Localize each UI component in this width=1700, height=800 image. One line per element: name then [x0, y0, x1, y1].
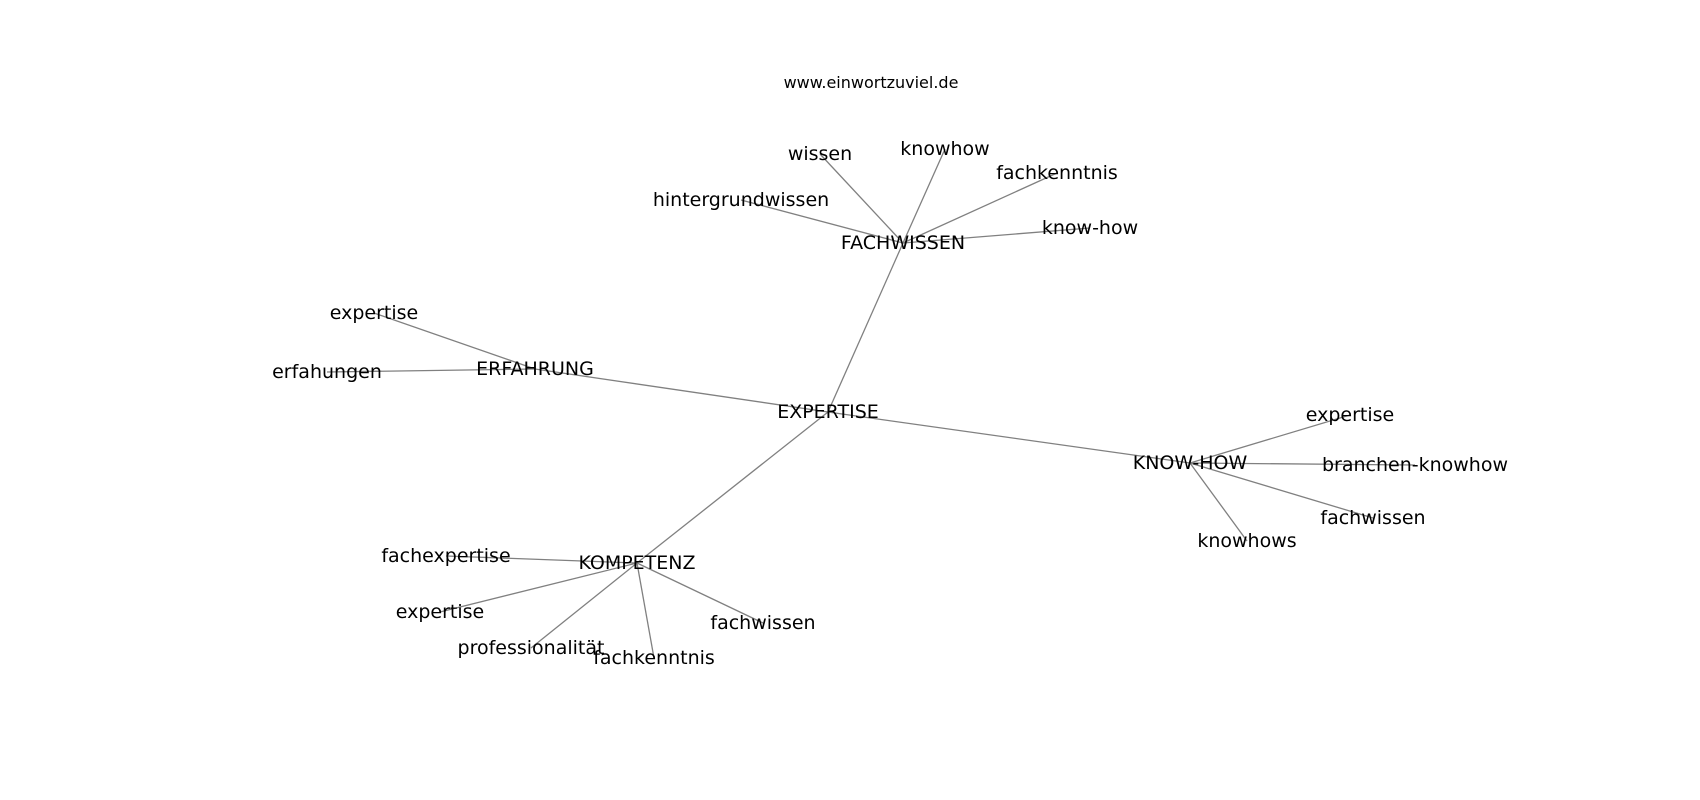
node-label-erfahrung: ERFAHRUNG [476, 358, 594, 380]
node-label-ko-fachkenntnis: fachkenntnis [593, 647, 715, 669]
node-label-kh-branchen-knowhow: branchen-knowhow [1322, 454, 1508, 476]
node-label-ko-fachexpertise: fachexpertise [381, 545, 510, 567]
edge-expertise-erfahrung [534, 368, 829, 413]
node-label-fachwissen: FACHWISSEN [841, 232, 965, 254]
edge-kompetenz-ko-fachkenntnis [636, 562, 655, 659]
edge-fachwissen-fw-know-how [902, 227, 1091, 244]
node-label-ko-fachwissen: fachwissen [710, 612, 815, 634]
edge-know-how-kh-fachwissen [1189, 462, 1374, 519]
node-label-fw-know-how: know-how [1042, 217, 1138, 239]
edge-kompetenz-ko-expertise [439, 562, 638, 613]
edge-kompetenz-ko-professionalitaet [530, 562, 638, 649]
edge-fachwissen-fw-wissen [819, 153, 904, 244]
node-label-ko-professionalitaet: professionalität [458, 637, 605, 659]
node-label-fw-knowhow: knowhow [900, 138, 989, 160]
node-label-er-erfahungen: erfahungen [272, 361, 382, 383]
edge-know-how-kh-branchen-knowhow [1189, 462, 1416, 466]
node-label-kompetenz: KOMPETENZ [578, 552, 695, 574]
edge-erfahrung-er-erfahungen [326, 368, 536, 373]
source-url: www.einwortzuviel.de [784, 73, 959, 92]
node-label-fw-wissen: wissen [788, 143, 852, 165]
edge-kompetenz-ko-fachexpertise [445, 555, 638, 564]
node-label-er-expertise: expertise [330, 302, 418, 324]
edge-know-how-kh-knowhows [1189, 462, 1248, 542]
node-label-kh-knowhows: knowhows [1197, 530, 1296, 552]
node-label-ko-expertise: expertise [396, 601, 484, 623]
node-label-know-how: KNOW-HOW [1133, 452, 1248, 474]
edge-kompetenz-ko-fachwissen [636, 562, 764, 624]
edges-layer [326, 148, 1416, 659]
edge-erfahrung-er-expertise [373, 312, 536, 370]
labels-layer: EXPERTISE FACHWISSEN ERFAHRUNG KNOW-HOW KOMP… [272, 138, 1508, 669]
edge-expertise-know-how [827, 411, 1191, 464]
edge-fachwissen-fw-hintergrundwissen [740, 199, 904, 244]
edge-fachwissen-fw-fachkenntnis [902, 172, 1058, 244]
edge-expertise-kompetenz [636, 411, 829, 564]
node-label-expertise: EXPERTISE [777, 401, 879, 423]
node-label-kh-fachwissen: fachwissen [1320, 507, 1425, 529]
edge-fachwissen-fw-knowhow [902, 148, 946, 244]
node-label-fw-fachkenntnis: fachkenntnis [996, 162, 1118, 184]
edge-know-how-kh-expertise [1189, 414, 1351, 464]
edge-expertise-fachwissen [827, 242, 904, 413]
node-label-fw-hintergrundwissen: hintergrundwissen [653, 189, 829, 211]
node-label-kh-expertise: expertise [1306, 404, 1394, 426]
